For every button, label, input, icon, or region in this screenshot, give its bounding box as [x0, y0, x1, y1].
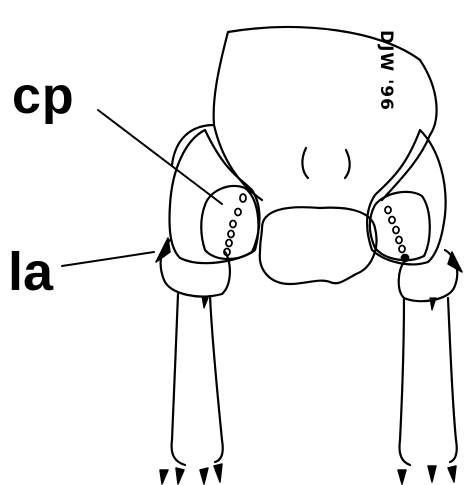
label-la: la: [8, 245, 53, 299]
la-leader-line: [62, 252, 154, 266]
left-tibia: [172, 294, 223, 465]
right-leg-tooth: [430, 298, 436, 310]
left-femur: [161, 240, 230, 296]
right-coxa-outline: [367, 130, 446, 264]
body-marking-right: [345, 150, 350, 178]
left-pore-row: [224, 194, 246, 256]
left-claws: [160, 464, 222, 484]
right-claws: [398, 466, 456, 484]
right-pore-row: [385, 207, 409, 262]
body-marking-left: [302, 148, 308, 178]
right-tibia: [399, 298, 456, 465]
cp-leader-line: [98, 110, 222, 204]
sternum-plate: [260, 207, 377, 284]
artist-signature: DJW '96: [376, 30, 396, 111]
left-leg-spur: [156, 238, 170, 262]
label-cp: cp: [12, 70, 75, 122]
left-leg-tooth: [202, 296, 208, 308]
